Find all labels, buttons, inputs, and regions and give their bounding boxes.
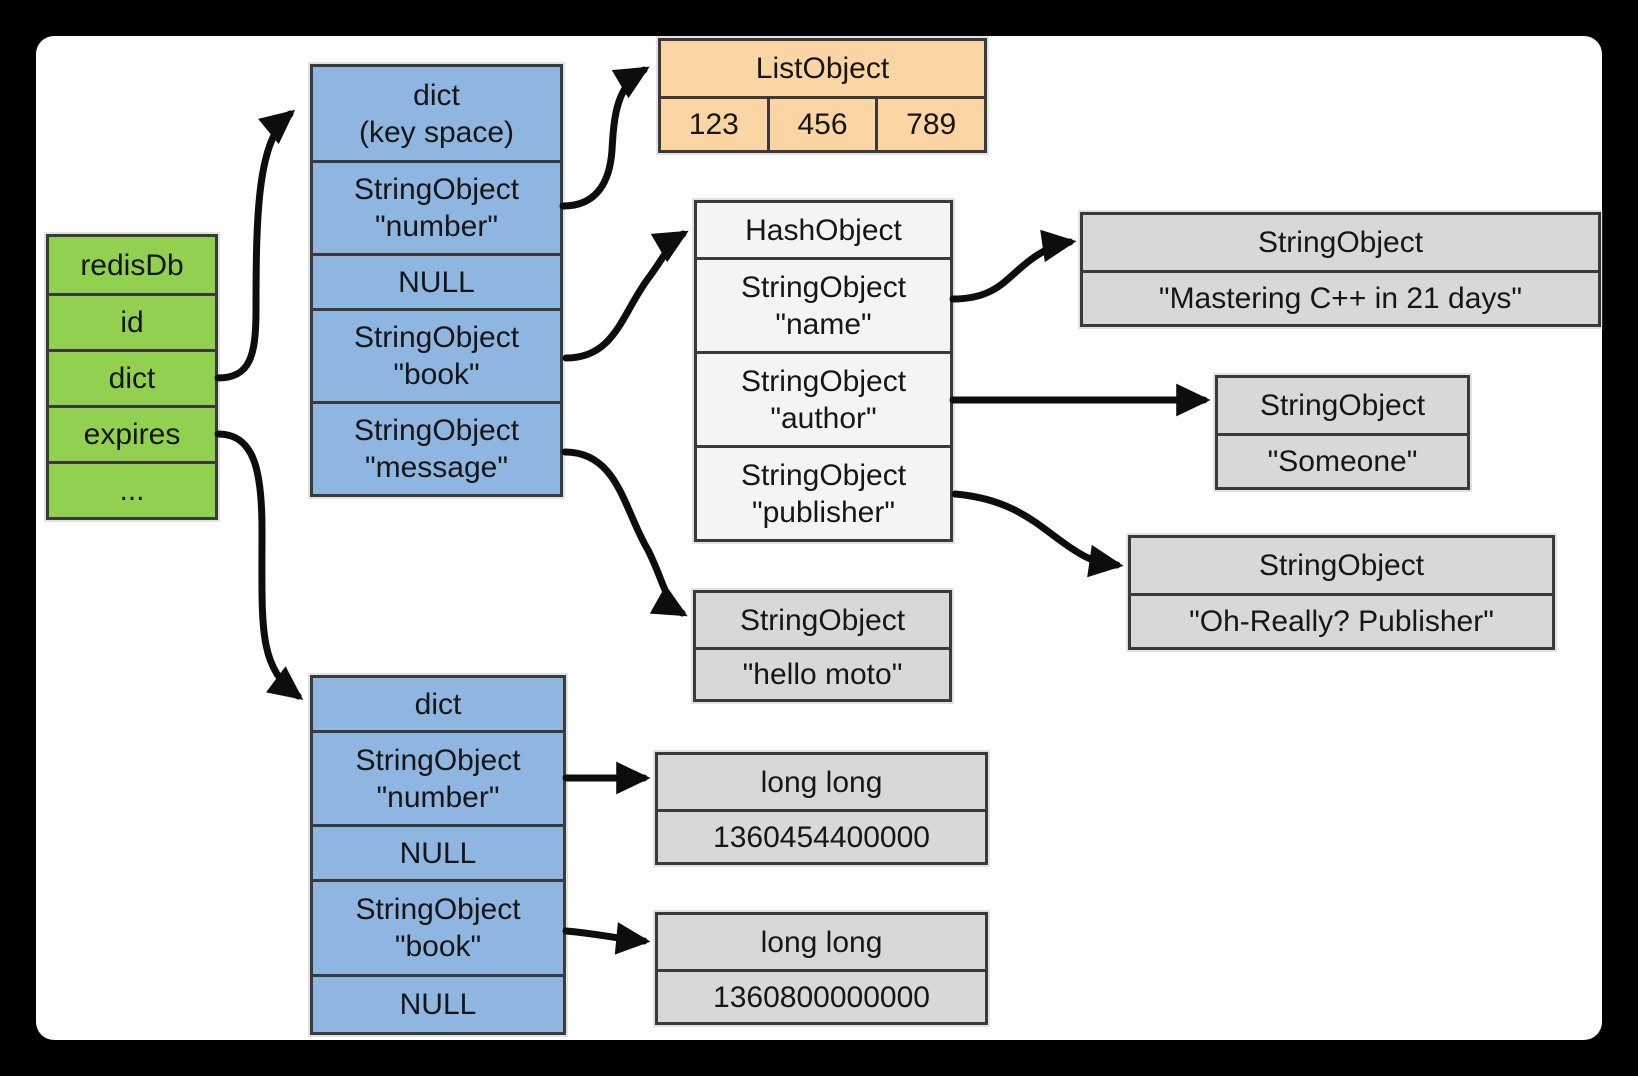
list-item: 123 [688, 108, 739, 141]
keyspace-key-message: StringObject "message" [313, 401, 560, 494]
redisdb-field-expires: expires [49, 405, 215, 461]
long-long-value: 1360800000000 [658, 969, 985, 1022]
keyspace-dict-struct: dict (key space) StringObject "number" N… [310, 64, 563, 497]
string-object-value: "Someone" [1218, 433, 1467, 487]
keyspace-null-cell: NULL [313, 253, 560, 308]
list-object-values: 123 456 789 [661, 96, 984, 150]
long-long-book: long long 1360800000000 [655, 912, 988, 1025]
list-item: 789 [875, 99, 984, 150]
string-object-publisher: StringObject "Oh-Really? Publisher" [1128, 535, 1555, 650]
redisdb-title-label: redisDb [80, 248, 184, 282]
hash-field-publisher: StringObject "publisher" [697, 445, 950, 539]
string-object-title: StringObject [1257, 226, 1424, 259]
string-object-someone: StringObject "Someone" [1215, 375, 1470, 490]
redisdb-field-dict: dict [49, 349, 215, 405]
redisdb-title: redisDb [49, 237, 215, 293]
redisdb-dict-label: dict [108, 362, 156, 395]
string-object-hello-moto: StringObject "hello moto" [693, 590, 952, 702]
redisdb-id-label: id [120, 306, 144, 339]
keyspace-key-book: StringObject "book" [313, 308, 560, 401]
expires-null-cell: NULL [313, 974, 563, 1032]
redisdb-field-id: id [49, 293, 215, 349]
hash-object-title: HashObject [745, 213, 902, 247]
keyspace-dict-header-line2: (key space) [358, 115, 515, 149]
string-object-title: StringObject [1259, 389, 1426, 422]
list-object-title: ListObject [755, 52, 890, 85]
expires-null-cell: NULL [313, 824, 563, 879]
long-long-title: long long [760, 765, 883, 799]
hash-field-name: StringObject "name" [697, 257, 950, 351]
string-object-title: StringObject [1258, 549, 1425, 582]
string-object-title: StringObject [739, 603, 906, 637]
hash-object-struct: HashObject StringObject "name" StringObj… [694, 200, 953, 542]
list-object-struct: ListObject 123 456 789 [658, 38, 987, 153]
string-object-mastering: StringObject "Mastering C++ in 21 days" [1080, 212, 1601, 327]
keyspace-dict-header: dict (key space) [313, 67, 560, 160]
redisdb-ellipsis-label: ... [119, 474, 145, 507]
expires-dict-struct: dict StringObject "number" NULL StringOb… [310, 675, 566, 1035]
expires-key-number: StringObject "number" [313, 730, 563, 824]
long-long-number: long long 1360454400000 [655, 752, 988, 865]
redisdb-field-ellipsis: ... [49, 461, 215, 517]
redisdb-struct: redisDb id dict expires ... [46, 234, 218, 520]
string-object-value: "Mastering C++ in 21 days" [1083, 270, 1598, 324]
string-object-value: "Oh-Really? Publisher" [1131, 593, 1552, 647]
hash-field-author: StringObject "author" [697, 351, 950, 445]
expires-dict-header: dict [414, 687, 462, 721]
keyspace-key-number: StringObject "number" [313, 160, 560, 253]
string-object-value: "hello moto" [696, 647, 949, 699]
redisdb-expires-label: expires [83, 418, 181, 451]
keyspace-dict-header-line1: dict [413, 78, 460, 112]
list-item: 456 [766, 99, 876, 150]
expires-key-book: StringObject "book" [313, 879, 563, 974]
long-long-title: long long [760, 925, 883, 959]
long-long-value: 1360454400000 [658, 809, 985, 862]
